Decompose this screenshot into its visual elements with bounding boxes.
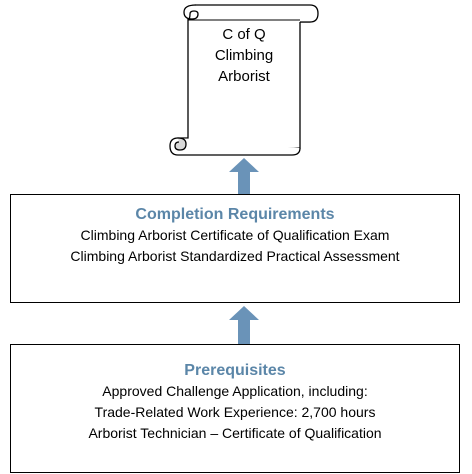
certificate-line: Climbing [214, 47, 274, 64]
prerequisite-item: Arborist Technician – Certificate of Qua… [88, 425, 382, 441]
up-arrow-icon [229, 158, 259, 194]
certificate-line: Arborist [218, 68, 270, 85]
completion-requirement-item: Climbing Arborist Standardized Practical… [70, 248, 400, 264]
prerequisites-title: Prerequisites [184, 362, 286, 379]
completion-requirements-box: Completion Requirements Climbing Arboris… [10, 194, 460, 303]
certificate-text: C of Q Climbing Arborist [188, 24, 300, 87]
up-arrow-icon [229, 306, 259, 344]
prerequisites-box: Prerequisites Approved Challenge Applica… [10, 344, 460, 473]
scroll-icon [169, 4, 319, 156]
certificate-line: C of Q [222, 26, 266, 43]
completion-requirements-title: Completion Requirements [135, 206, 335, 223]
prerequisite-item: Trade-Related Work Experience: 2,700 hou… [94, 404, 376, 420]
certificate-scroll: C of Q Climbing Arborist [160, 0, 322, 160]
completion-requirement-item: Climbing Arborist Certificate of Qualifi… [80, 227, 390, 243]
prerequisite-item: Approved Challenge Application, includin… [102, 383, 368, 399]
